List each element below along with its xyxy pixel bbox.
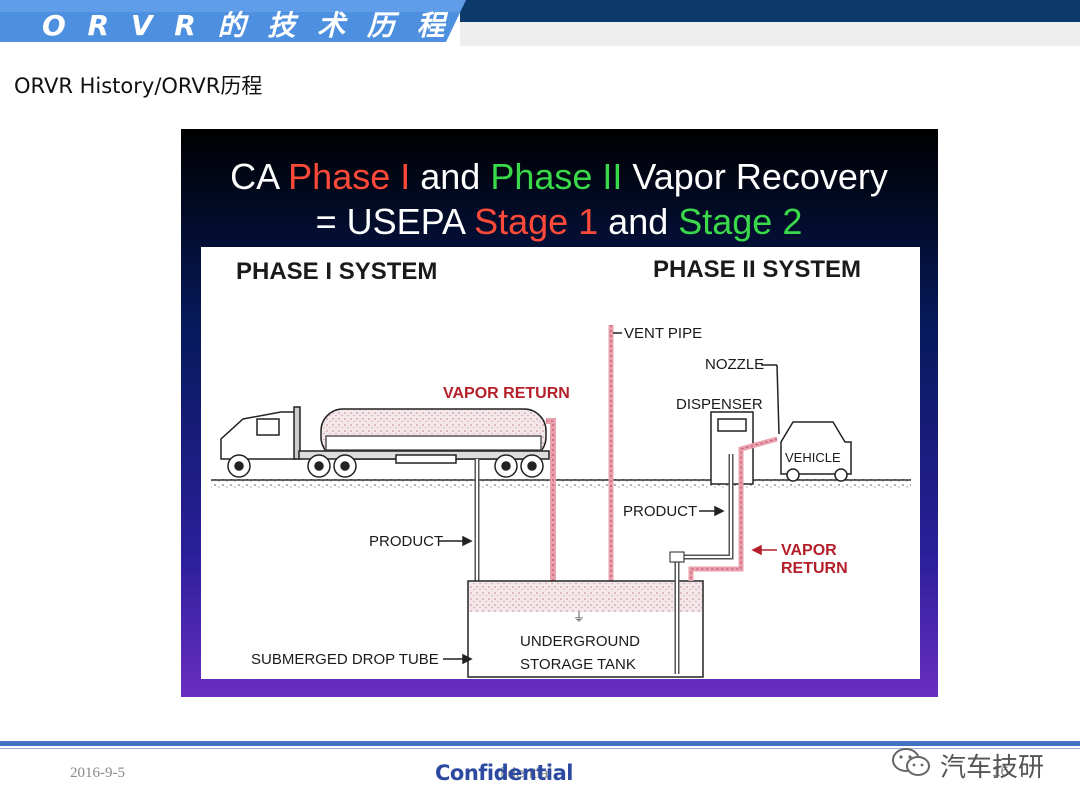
vapor-recovery-figure: CA Phase I and Phase II Vapor Recovery =… [181,129,938,697]
nozzle-label: NOZZLE [705,356,764,373]
vapor-recovery-diagram: CA Phase I and Phase II Vapor Recovery =… [181,129,938,697]
header-bar [0,0,1080,46]
tank-label-line-2: STORAGE TANK [520,656,636,673]
slide-subtitle: ORVR History/ORVR历程 [14,74,263,98]
vapor-return-label-2a: VAPOR [781,542,837,559]
tank-label-line-1: UNDERGROUND [520,633,640,650]
phase2-heading: PHASE II SYSTEM [653,256,861,283]
header-bar-graphic [0,0,1080,46]
figure-title-line-2: = USEPA Stage 1 and Stage 2 [316,201,803,242]
drop-tube-label: SUBMERGED DROP TUBE [251,651,439,668]
vehicle [780,421,852,482]
vapor-return-label-2b: RETURN [781,560,848,577]
page-number: 16 [992,763,1009,780]
footer-confidential: Confidential [435,761,573,785]
footer-divider-thin [0,748,1080,749]
product-label-2: PRODUCT [623,503,697,520]
footer-divider [0,741,1080,746]
header-title: O R V R 的 技 术 历 程 [42,9,451,42]
tanker-truck [220,406,550,478]
vapor-return-label-1: VAPOR RETURN [443,385,570,402]
svg-text:⏚: ⏚ [573,610,585,624]
footer-confidential-small: fidential [500,765,552,782]
wechat-icon [892,748,930,776]
vehicle-label: VEHICLE [785,450,841,465]
vent-pipe-label: VENT PIPE [624,325,702,342]
wechat-account-name: 汽车技研 [940,753,1045,783]
ground-surface [211,479,911,489]
footer-date: 2016-9-5 [70,765,125,781]
dispenser-label: DISPENSER [676,396,763,413]
product-label-1: PRODUCT [369,533,443,550]
phase1-heading: PHASE I SYSTEM [236,258,437,285]
figure-title-line-1: CA Phase I and Phase II Vapor Recovery [230,156,888,197]
